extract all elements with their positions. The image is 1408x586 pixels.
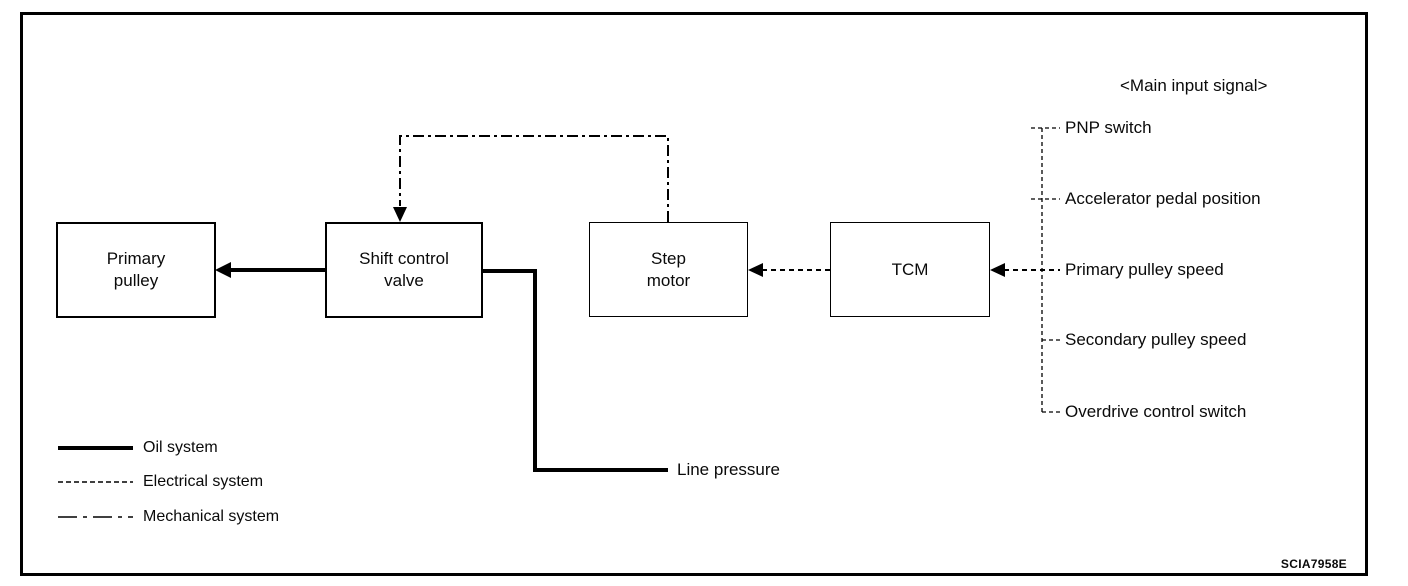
tcm-box: TCM [830,222,990,317]
tcm-label: TCM [891,259,929,279]
oil-arrow-valve-to-pulley [215,262,325,278]
step-motor-box: Step motor [589,222,748,317]
step-motor-label: Step motor [646,248,691,290]
main-input-signal-header: <Main input signal> [1120,76,1268,95]
signal-accelerator-pedal-position: Accelerator pedal position [1065,189,1261,208]
oil-line-pressure-path [483,269,668,472]
primary-pulley-box: Primary pulley [56,222,216,318]
primary-pulley-label: Primary pulley [106,249,166,290]
mechanical-feedback-path [393,135,669,222]
signal-trunk-line [1031,127,1060,413]
signal-primary-pulley-speed: Primary pulley speed [1065,260,1224,279]
legend-electrical-label: Electrical system [143,473,264,490]
shift-control-valve-box: Shift control valve [325,222,483,318]
diagram-frame [20,12,1368,576]
legend-mechanical-label: Mechanical system [143,508,280,525]
figure-code: SCIA7958E [1280,557,1347,571]
shift-control-valve-label: Shift control valve [359,249,449,290]
legend-oil-label: Oil system [143,439,218,456]
signal-overdrive-control-switch: Overdrive control switch [1065,402,1247,421]
electrical-arrow-signals-to-tcm [990,263,1060,277]
electrical-arrow-tcm-to-stepmotor [748,263,830,277]
signal-secondary-pulley-speed: Secondary pulley speed [1065,330,1247,349]
signal-pnp-switch: PNP switch [1065,118,1152,137]
line-pressure-label: Line pressure [677,460,781,479]
